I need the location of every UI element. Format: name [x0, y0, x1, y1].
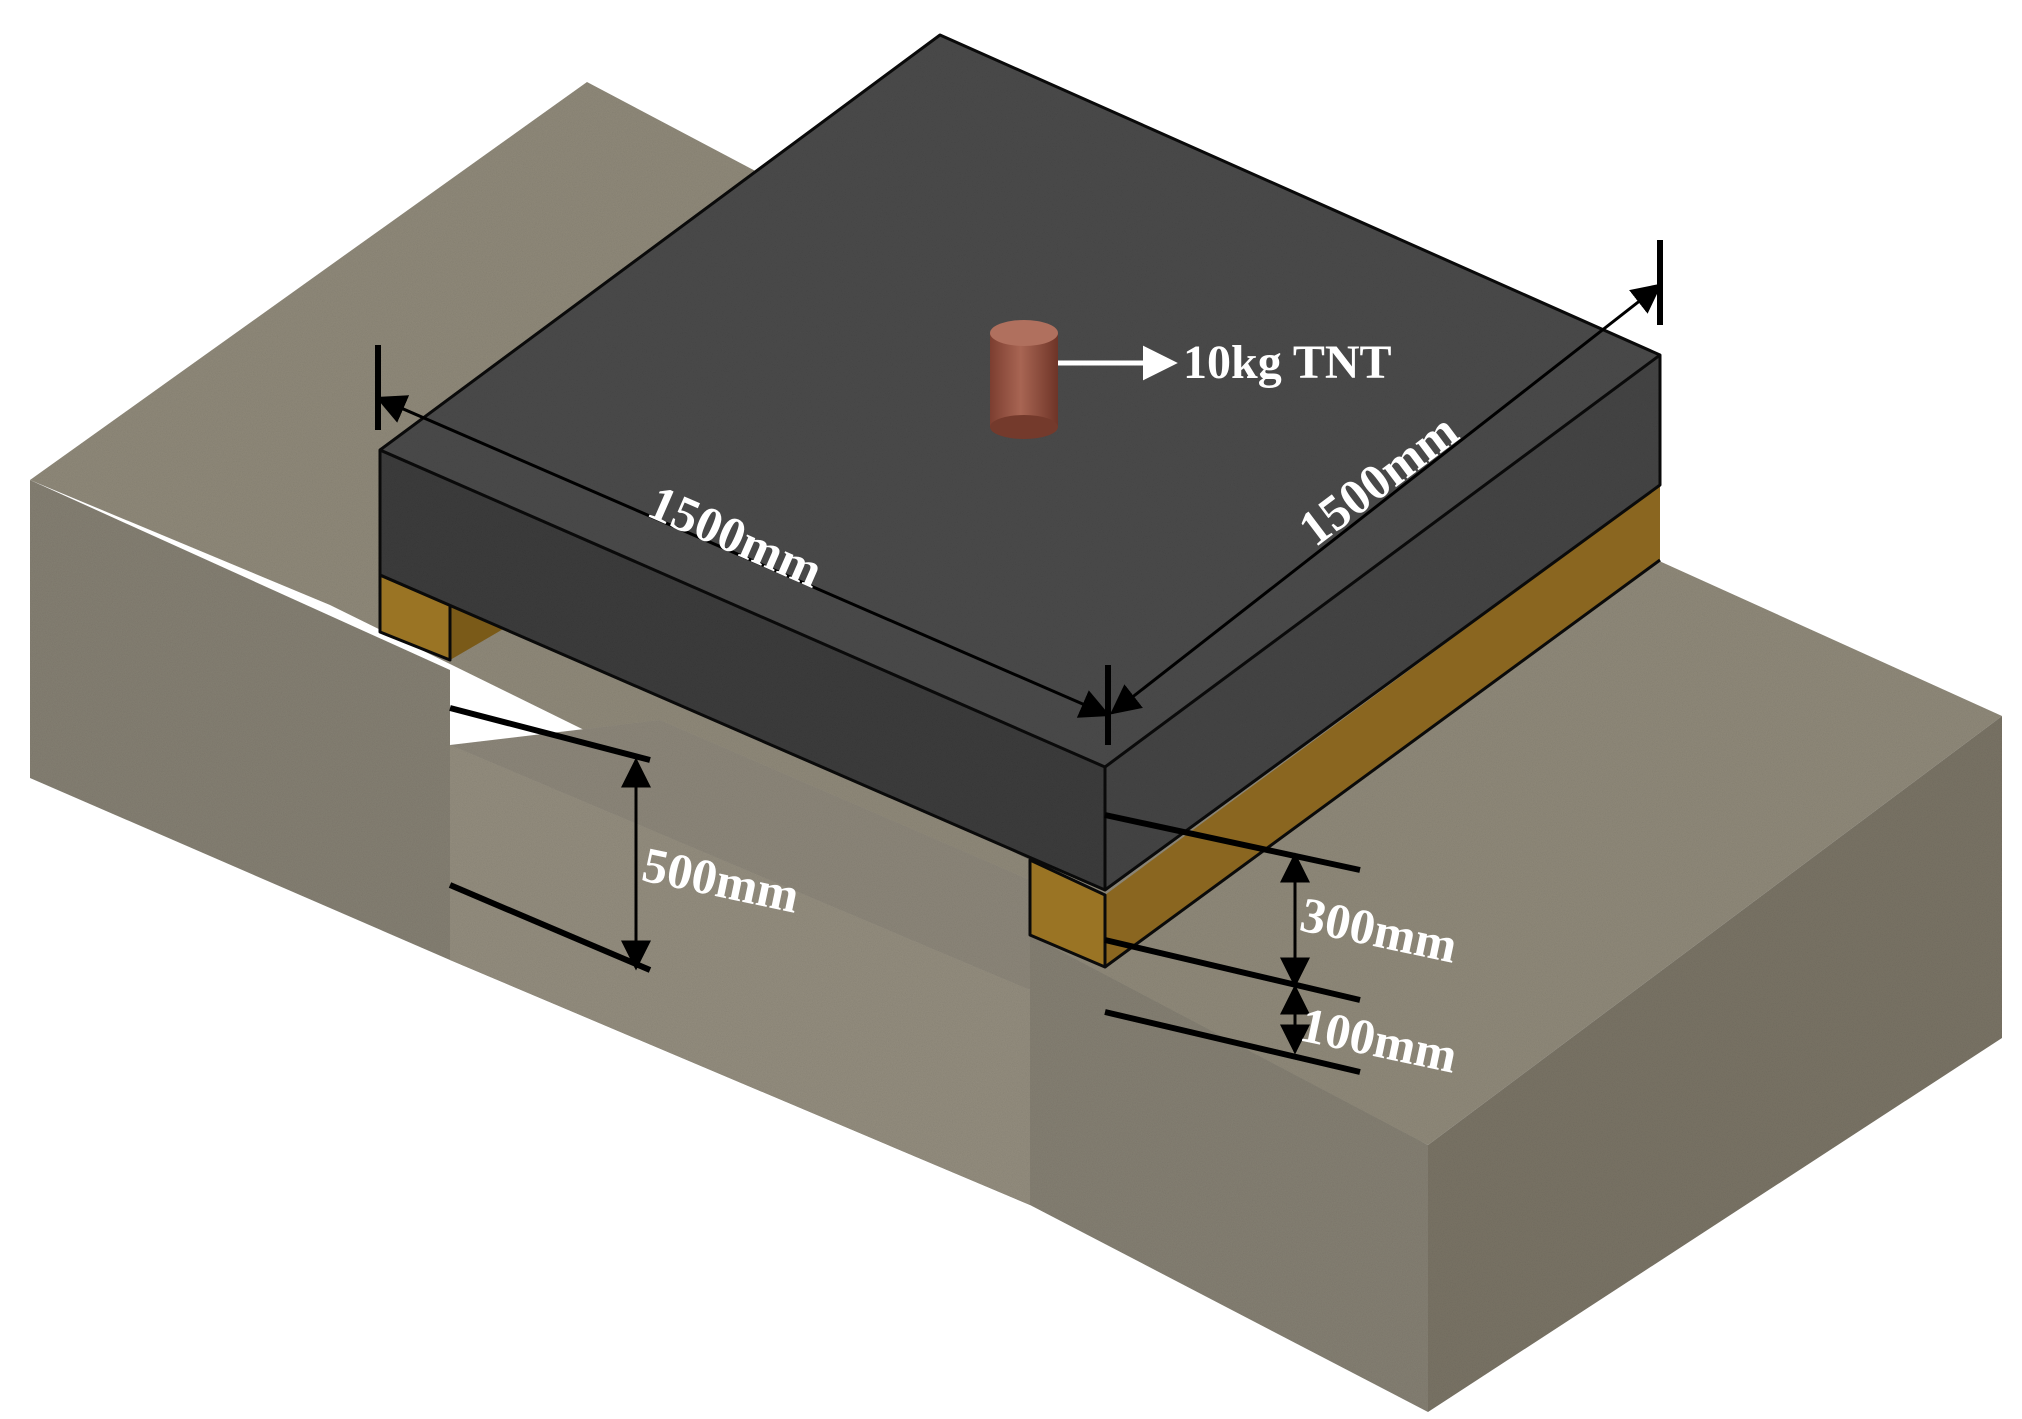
dimension-lines [375, 240, 1663, 1075]
ground-front-face-left [30, 480, 450, 960]
pit-floor [450, 745, 1030, 1205]
ground-side-face [1428, 716, 2002, 1412]
tnt-charge [990, 320, 1058, 439]
pit-inner-floor [450, 720, 1030, 990]
charge-label: 10kg TNT [1183, 336, 1392, 389]
ground-front-face-right [1030, 935, 1428, 1412]
